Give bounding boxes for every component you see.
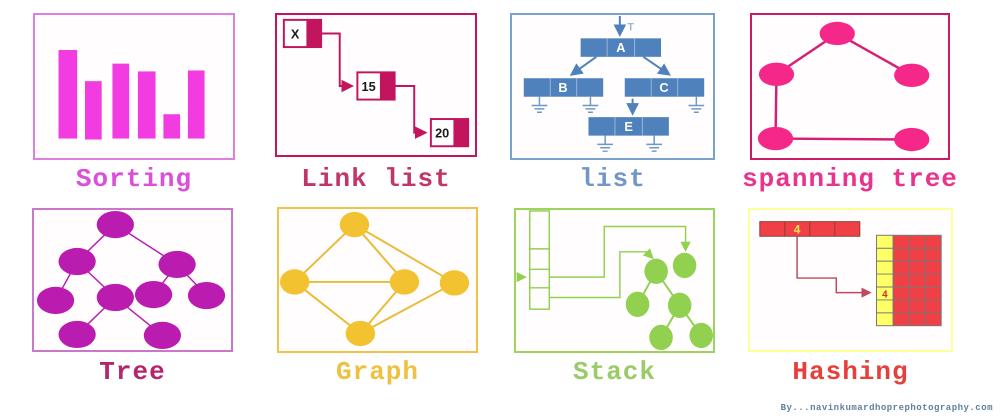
- sorting-bar-chart-icon: [58, 50, 205, 140]
- spanning-tree-icon: [757, 21, 930, 152]
- list-node-labels: A B C E T: [558, 22, 668, 134]
- list-nodes: [523, 38, 705, 136]
- tree-icon: [36, 210, 226, 350]
- graph-nodes: [279, 211, 470, 347]
- hash-table-value: 4: [882, 290, 888, 301]
- graph-diagram-box: [277, 207, 478, 353]
- list-node-dividers: [549, 38, 679, 136]
- linklist-node-value-1: X: [291, 27, 300, 41]
- list-grounds: [531, 96, 705, 152]
- spanning-tree-diagram-box: [750, 13, 950, 160]
- list-node-label-c: C: [659, 81, 668, 95]
- hashing-diagram-box: 4 4: [748, 208, 953, 352]
- spanning-tree-nodes: [757, 21, 930, 152]
- hash-bucket-array: 4: [759, 221, 861, 237]
- panel-label-list: list: [579, 164, 646, 194]
- linklist-node-value-2: 15: [362, 80, 376, 94]
- stack-diagram-box: [514, 208, 715, 353]
- hashing-icon: 4 4: [759, 221, 942, 327]
- list-tree-icon: A B C E T: [523, 15, 705, 152]
- tree-diagram-box: [32, 208, 233, 352]
- watermark: By...navinkumardhoprephotography.com: [780, 403, 993, 413]
- list-head-pointer-label: T: [627, 22, 634, 34]
- list-node-label-b: B: [558, 81, 567, 95]
- panel-label-tree: Tree: [99, 357, 166, 387]
- sorting-bars: [58, 50, 205, 140]
- stack-pointers: [516, 225, 691, 299]
- sorting-diagram-box: [33, 13, 235, 160]
- linklist-diagram-box: X 15 20: [275, 13, 477, 157]
- panel-label-sorting: Sorting: [75, 164, 193, 194]
- stack-icon: [516, 210, 713, 351]
- tree-nodes: [36, 210, 226, 350]
- panel-label-hashing: Hashing: [792, 357, 909, 387]
- list-node-label-a: A: [616, 41, 625, 55]
- hash-arrow: [796, 236, 872, 298]
- list-diagram-box: A B C E T: [510, 13, 715, 160]
- panel-label-graph: Graph: [335, 357, 419, 387]
- graph-icon: [279, 211, 470, 347]
- hash-table: 4: [875, 234, 942, 327]
- stack-cells: [528, 210, 551, 310]
- list-node-label-e: E: [624, 120, 633, 134]
- panel-label-link-list: Link list: [301, 164, 451, 194]
- linklist-nodes: X 15 20: [282, 18, 470, 148]
- hash-bucket-value: 4: [794, 223, 801, 236]
- list-arrows: [569, 15, 671, 116]
- panel-label-spanning-tree: spanning tree: [742, 164, 958, 194]
- graph-edges: [294, 223, 455, 335]
- linklist-node-value-3: 20: [435, 127, 449, 141]
- linked-list-icon: X 15 20: [282, 18, 470, 148]
- tree-edges: [54, 223, 208, 336]
- stack-tree-nodes: [625, 252, 713, 351]
- linklist-connectors: [321, 32, 428, 139]
- panel-label-stack: Stack: [572, 357, 656, 387]
- spanning-tree-edges: [774, 32, 913, 141]
